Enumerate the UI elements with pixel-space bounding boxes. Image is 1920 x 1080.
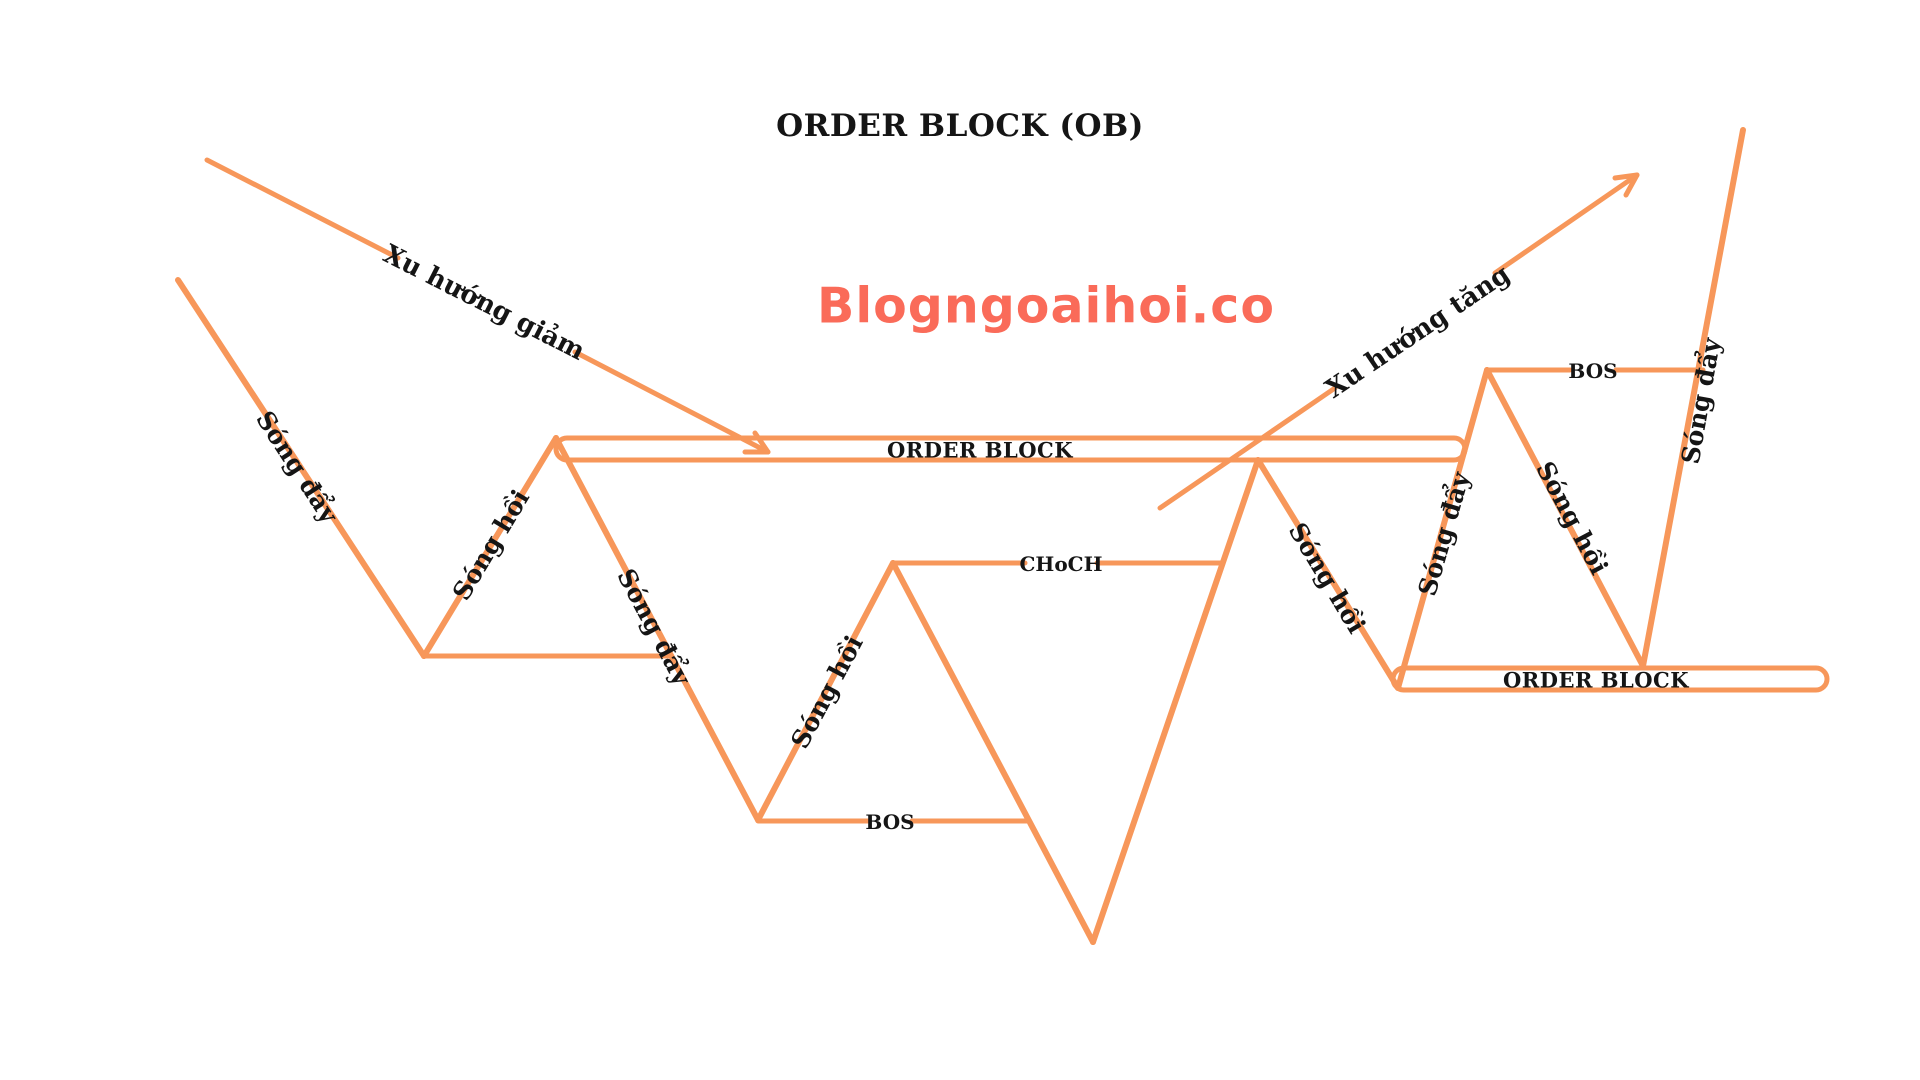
order-block-box-bottom [1390, 665, 1830, 693]
push-wave-2-label: Sóng đẩy [611, 564, 697, 691]
uptrend-line-upper [1492, 172, 1640, 276]
downtrend-label: Xu hướng giảm [378, 239, 589, 366]
order-block-bottom-label: ORDER BLOCK [1503, 668, 1689, 693]
push-wave-3-line [1395, 367, 1490, 691]
downtrend-line-lower [572, 349, 771, 455]
order-block-boxes [553, 435, 1830, 693]
pull-wave-3-line [1255, 457, 1401, 691]
pull-wave-2-label: Sóng hồi [785, 631, 869, 754]
bos-right-label: BOS [1568, 359, 1617, 383]
pull-wave-1-label: Sóng hồi [447, 485, 535, 606]
uptrend-arrowhead-icon [1612, 172, 1640, 198]
page-title: ORDER BLOCK (OB) [776, 108, 1144, 144]
price-structure [175, 127, 1746, 945]
choch-label: CHoCH [1020, 552, 1103, 576]
downtrend-line-upper [204, 157, 401, 261]
impulse-up-line [1090, 457, 1261, 945]
order-block-box-top [553, 435, 1468, 463]
pull-wave-2-line [755, 560, 896, 823]
pull-wave-1-line [421, 435, 559, 659]
push-wave-4-label: Sóng đẩy [1676, 334, 1727, 466]
pull-wave-3-label: Sóng hồi [1283, 518, 1371, 639]
push-wave-1-line [175, 277, 427, 659]
push-wave-1-label: Sóng đẩy [250, 406, 344, 530]
uptrend-line-lower [1157, 385, 1338, 511]
bos-left-label: BOS [865, 810, 914, 834]
push-wave-3-label: Sóng đẩy [1413, 467, 1476, 599]
push-wave-4-line [1640, 127, 1746, 669]
pull-wave-4-label: Sóng hồi [1530, 457, 1614, 580]
breakdown-line [890, 560, 1096, 945]
uptrend-arrow [1157, 172, 1640, 511]
push-wave-2-line [553, 435, 761, 823]
pull-wave-4-line [1484, 367, 1646, 669]
order-block-top-label: ORDER BLOCK [887, 438, 1073, 463]
watermark: Blogngoaihoi.co [817, 278, 1275, 335]
